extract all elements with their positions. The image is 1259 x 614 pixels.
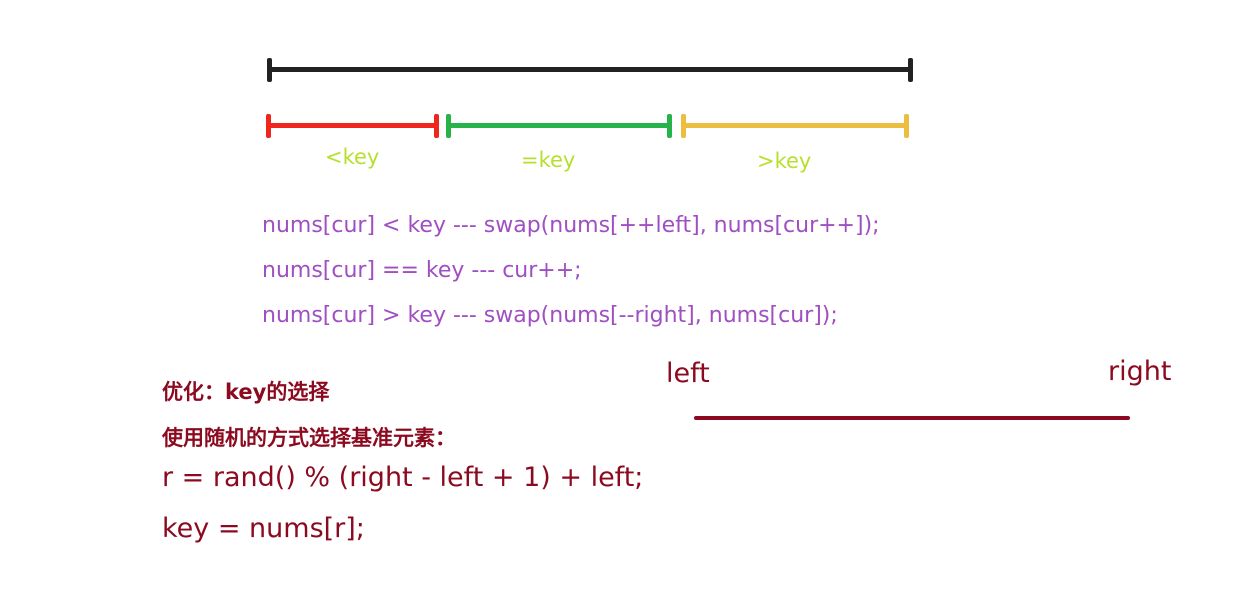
- optimization-subtitle: 使用随机的方式选择基准元素：: [162, 426, 456, 450]
- code-line-equal: nums[cur] == key --- cur++;: [262, 258, 582, 283]
- equal-segment-right-cap: [667, 114, 672, 138]
- pointer-range-line: [694, 416, 1130, 420]
- full-range-line: [267, 67, 913, 72]
- greater-label: >key: [757, 149, 812, 173]
- less-segment-line: [266, 123, 439, 128]
- less-label: <key: [325, 145, 380, 169]
- right-pointer-label: right: [1108, 356, 1172, 387]
- code-line-less: nums[cur] < key --- swap(nums[++left], n…: [262, 213, 880, 238]
- greater-segment-line: [681, 123, 909, 128]
- equal-label: =key: [521, 148, 576, 172]
- full-range-right-cap: [908, 58, 913, 82]
- equal-segment-line: [446, 123, 672, 128]
- less-segment-right-cap: [434, 114, 439, 138]
- left-pointer-label: left: [666, 358, 710, 389]
- random-index-formula: r = rand() % (right - left + 1) + left;: [162, 462, 644, 493]
- optimization-title: 优化：key的选择: [162, 380, 330, 404]
- greater-segment-right-cap: [904, 114, 909, 138]
- key-assignment-formula: key = nums[r];: [162, 513, 365, 544]
- code-line-greater: nums[cur] > key --- swap(nums[--right], …: [262, 303, 838, 328]
